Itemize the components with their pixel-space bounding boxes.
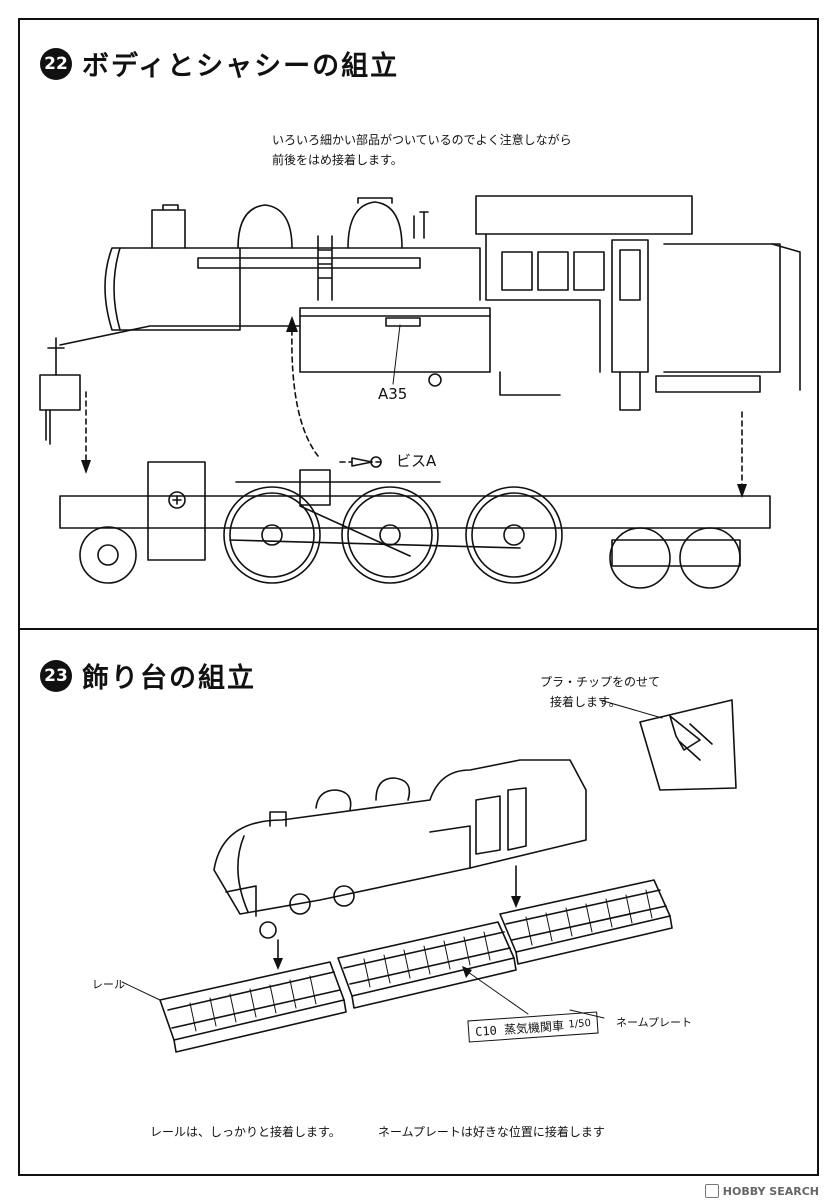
step-23-header: 23 飾り台の組立: [40, 656, 256, 695]
nameplate-leader: [569, 1009, 605, 1019]
chip-note-line1: プラ・チップをのせて: [540, 675, 661, 689]
step-23-number: 23: [40, 659, 72, 692]
step-23-title: 飾り台の組立: [82, 663, 256, 694]
chip-note-line2: 接着します。: [550, 695, 621, 709]
step-22-note-line2: 前後をはめ接着します。: [272, 153, 403, 167]
step-22-note-line1: いろいろ細かい部品がついているのでよく注意しながら: [272, 133, 572, 147]
step-22-title: ボディとシャシーの組立: [82, 51, 400, 82]
display-locomotive: [213, 759, 587, 939]
step-22-header: 22 ボディとシャシーの組立: [40, 44, 399, 83]
nameplate-label: ネームプレート: [616, 1016, 693, 1029]
bottom-note-plate: ネームプレートは好きな位置に接着します: [378, 1125, 605, 1139]
chip-note: プラ・チップをのせて 接着します。: [540, 672, 660, 712]
screw-icon: [351, 456, 382, 468]
step-22-number: 22: [40, 47, 72, 80]
hobby-search-logo-icon: [704, 1184, 719, 1198]
rail-sections: [159, 879, 673, 1053]
rail-leader: [121, 981, 161, 1001]
step-22-note: いろいろ細かい部品がついているのでよく注意しながら 前後をはめ接着します。: [272, 130, 572, 170]
bottom-note-rail: レールは、しっかりと接着します。: [150, 1125, 341, 1139]
rail-ties: [189, 889, 653, 1032]
chassis-drawing: [59, 461, 771, 589]
arrow-heads: [81, 316, 747, 498]
watermark-text: HOBBY SEARCH: [722, 1184, 819, 1198]
arrow-down-icon: [277, 865, 517, 963]
part-a35-label: A35: [378, 385, 408, 403]
watermark: HOBBY SEARCH: [704, 1184, 819, 1198]
rail-label: レール: [92, 978, 125, 991]
page-frame: [18, 18, 819, 1176]
plastic-chip-box: [599, 699, 737, 791]
locomotive-body-drawing: [39, 195, 801, 445]
screw-a-label: ビスA: [396, 452, 437, 470]
section-divider: [18, 628, 819, 630]
